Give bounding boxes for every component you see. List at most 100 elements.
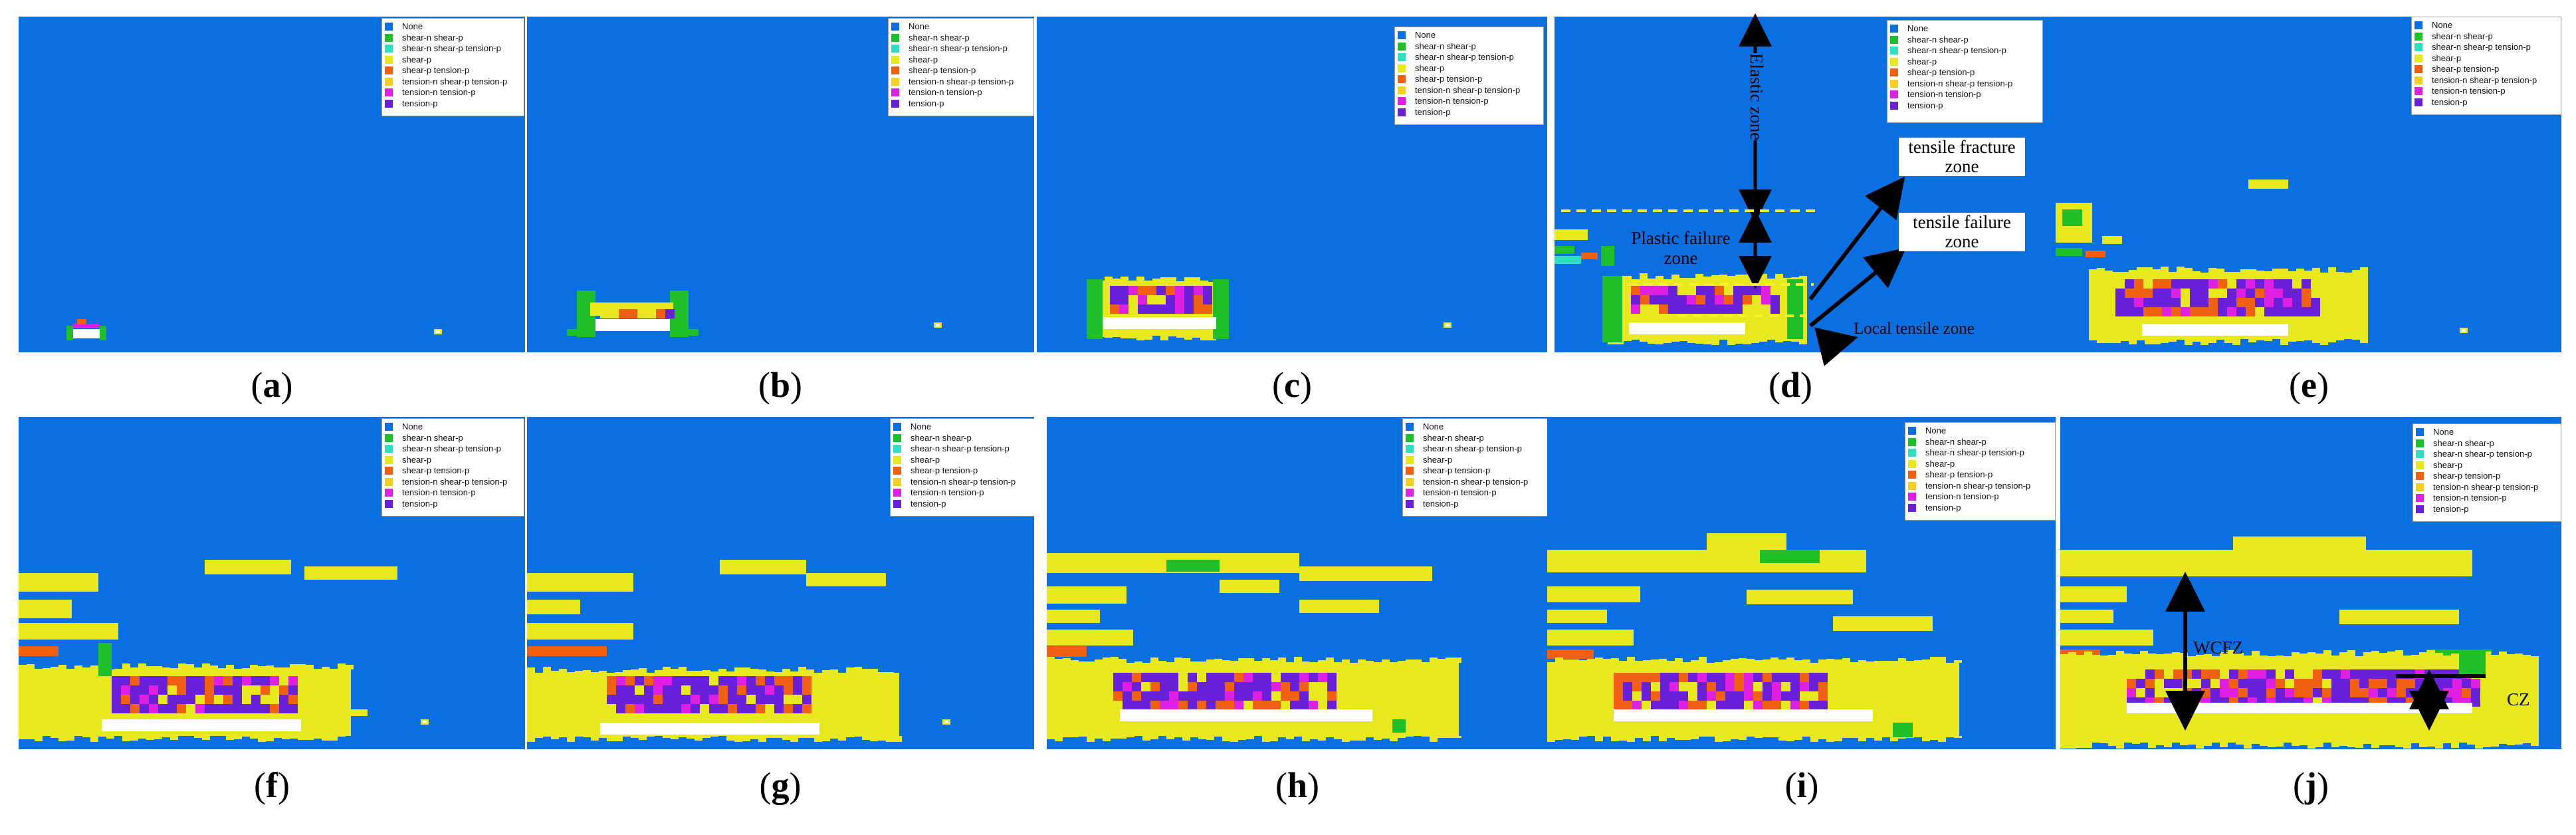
zone-cell xyxy=(2210,688,2220,697)
yield-zone xyxy=(575,736,583,737)
zone-cell xyxy=(19,646,58,656)
legend-swatch xyxy=(1890,57,1898,66)
zone-cell xyxy=(1772,682,1781,691)
zone-cell xyxy=(2257,688,2266,697)
legend-swatch xyxy=(1406,455,1414,464)
yield-zone xyxy=(838,736,846,741)
yield-zone xyxy=(878,736,886,741)
yield-zone xyxy=(218,668,226,669)
legend-label: shear-p xyxy=(402,454,432,465)
legend-label: None xyxy=(1925,425,1947,435)
zone-cell xyxy=(1752,304,1761,314)
zone-cell xyxy=(112,704,121,713)
zone-cell xyxy=(765,685,774,695)
yield-zone xyxy=(2076,655,2084,656)
zone-cell xyxy=(653,704,663,713)
zone-cell xyxy=(2136,679,2145,688)
zone-cell xyxy=(112,676,121,685)
yield-zone xyxy=(2300,743,2308,745)
yield-zone xyxy=(1152,279,1160,283)
yield-zone xyxy=(591,672,599,673)
zone-cell xyxy=(177,685,186,695)
yield-zone xyxy=(2336,339,2344,340)
yield-zone xyxy=(1679,278,1687,279)
zone-cell xyxy=(1175,295,1184,304)
zone-cell xyxy=(1327,701,1337,710)
yield-zone xyxy=(1791,277,1799,279)
zone-cell xyxy=(214,676,223,685)
zone-cell xyxy=(2339,610,2459,624)
zone-cell xyxy=(806,573,886,586)
yield-zone xyxy=(559,669,567,673)
zone-cell xyxy=(665,309,675,318)
legend-swatch xyxy=(1890,25,1898,33)
legend-swatch xyxy=(2415,43,2422,52)
zone-cell xyxy=(1790,673,1800,682)
yield-zone xyxy=(1302,661,1310,663)
yield-zone xyxy=(1382,659,1390,663)
zone-cell xyxy=(1123,701,1132,710)
yield-zone xyxy=(82,736,90,737)
yield-zone xyxy=(1286,736,1294,739)
yield-zone xyxy=(2515,654,2523,656)
zone-cell xyxy=(195,676,205,685)
yield-zone xyxy=(1430,736,1438,742)
legend-label: shear-n shear-p tension-p xyxy=(909,43,1008,53)
zone-cell xyxy=(19,623,118,640)
yield-zone xyxy=(90,665,98,669)
zone-cell xyxy=(1668,295,1677,304)
yield-zone xyxy=(2129,339,2137,344)
zone-cell xyxy=(1299,691,1309,701)
zone-cell xyxy=(66,326,73,340)
zone-cell xyxy=(1225,673,1234,682)
zone-cell xyxy=(728,676,737,685)
zone-cell xyxy=(2181,289,2190,298)
yield-zone xyxy=(1278,657,1286,663)
zone-cell xyxy=(700,704,709,713)
zone-cell xyxy=(2220,679,2229,688)
zone-cell xyxy=(1184,304,1194,314)
legend-swatch xyxy=(1398,75,1406,84)
legend-swatch xyxy=(2415,32,2422,41)
zone-cell xyxy=(1790,682,1800,691)
yield-zone xyxy=(2060,654,2068,656)
zone-cell xyxy=(73,324,100,328)
zone-cell xyxy=(2313,688,2322,697)
legend-label: shear-n shear-p xyxy=(402,432,463,443)
yield-zone xyxy=(1111,657,1119,663)
yield-zone xyxy=(2248,339,2256,342)
zone-cell xyxy=(2125,279,2134,289)
legend-entry: shear-n shear-p xyxy=(891,33,1029,44)
zone-cell xyxy=(756,676,765,685)
zone-cell xyxy=(1707,533,1786,550)
zone-cell xyxy=(1772,673,1781,682)
yield-zone xyxy=(862,736,870,740)
zone-cell xyxy=(1763,691,1772,701)
zone-cell xyxy=(625,704,635,713)
zone-cell xyxy=(223,704,233,713)
yield-zone xyxy=(226,736,234,740)
legend-entry: shear-n shear-p xyxy=(1398,41,1539,53)
zone-cell xyxy=(2266,669,2276,679)
zone-cell xyxy=(1724,295,1733,304)
goaf xyxy=(600,723,819,735)
yield-zone xyxy=(2320,339,2328,345)
legend-swatch xyxy=(1406,433,1414,442)
zone-cell xyxy=(1705,304,1715,314)
zone-cell xyxy=(1113,673,1123,682)
yield-zone xyxy=(1079,736,1087,737)
legend-label: shear-p xyxy=(2433,459,2463,470)
zone-cell xyxy=(1547,650,1594,659)
yield-zone xyxy=(2288,339,2296,342)
zone-cell xyxy=(1705,286,1715,295)
yield-zone xyxy=(1695,339,1703,344)
zone-cell xyxy=(130,695,140,704)
zone-cell xyxy=(1642,691,1651,701)
yield-zone xyxy=(551,671,559,673)
yield-zone xyxy=(2323,650,2331,656)
yield-zone xyxy=(1079,661,1087,663)
legend-label: None xyxy=(2433,427,2454,437)
zone-cell xyxy=(2227,289,2236,298)
